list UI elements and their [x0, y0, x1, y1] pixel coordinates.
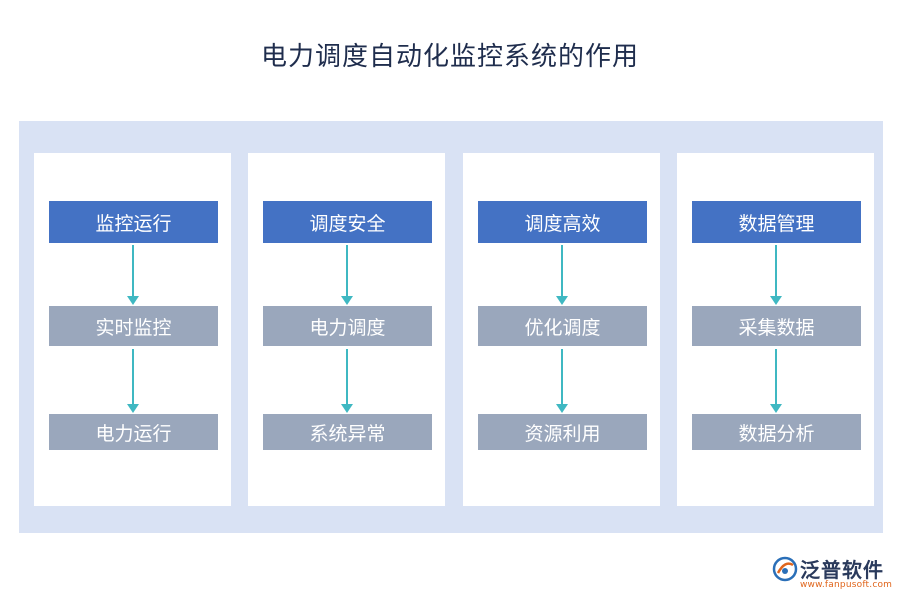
- arrow-down-icon: [770, 349, 782, 413]
- column-head: 调度安全: [263, 201, 432, 243]
- column-item: 资源利用: [478, 414, 647, 450]
- arrow-down-icon: [341, 245, 353, 305]
- column-head: 数据管理: [692, 201, 861, 243]
- arrow-down-icon: [127, 245, 139, 305]
- arrow-down-icon: [770, 245, 782, 305]
- arrow-down-icon: [556, 245, 568, 305]
- logo-name: 泛普软件: [800, 558, 884, 582]
- column-item: 电力调度: [263, 306, 432, 346]
- arrow-down-icon: [341, 349, 353, 413]
- diagram-panel: 监控运行 实时监控 电力运行 调度安全 电力调度 系统异常 调度高效 优化调度 …: [19, 121, 883, 533]
- column-item: 系统异常: [263, 414, 432, 450]
- column-2: 调度安全 电力调度 系统异常: [248, 153, 445, 506]
- fanpu-logo-icon: [772, 556, 798, 582]
- arrow-down-icon: [127, 349, 139, 413]
- column-item: 优化调度: [478, 306, 647, 346]
- column-item: 数据分析: [692, 414, 861, 450]
- column-4: 数据管理 采集数据 数据分析: [677, 153, 874, 506]
- column-item: 电力运行: [49, 414, 218, 450]
- fanpu-logo: 泛普软件 www.fanpusoft.com: [770, 552, 895, 597]
- arrow-down-icon: [556, 349, 568, 413]
- column-head: 监控运行: [49, 201, 218, 243]
- column-head: 调度高效: [478, 201, 647, 243]
- column-1: 监控运行 实时监控 电力运行: [34, 153, 231, 506]
- logo-url: www.fanpusoft.com: [800, 580, 893, 590]
- column-item: 采集数据: [692, 306, 861, 346]
- diagram-title: 电力调度自动化监控系统的作用: [260, 42, 639, 72]
- column-item: 实时监控: [49, 306, 218, 346]
- column-3: 调度高效 优化调度 资源利用: [463, 153, 660, 506]
